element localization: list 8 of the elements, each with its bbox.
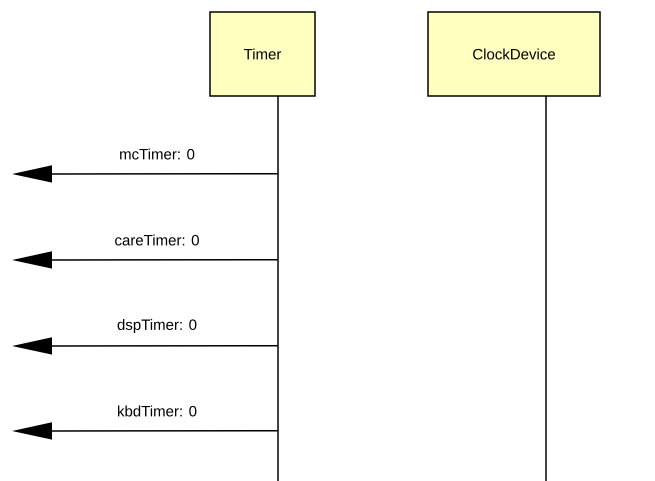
lifeline [277,96,279,481]
edge-label: dspTimer: 0 [118,319,196,333]
object-box: Timer [209,11,316,97]
edge-label: mcTimer: 0 [120,148,194,160]
lifeline [545,96,547,481]
edge-label: kbdTimer: 0 [118,405,196,416]
edge-label: careTimer: 0 [115,234,199,246]
object-box: ClockDevice [427,11,601,97]
